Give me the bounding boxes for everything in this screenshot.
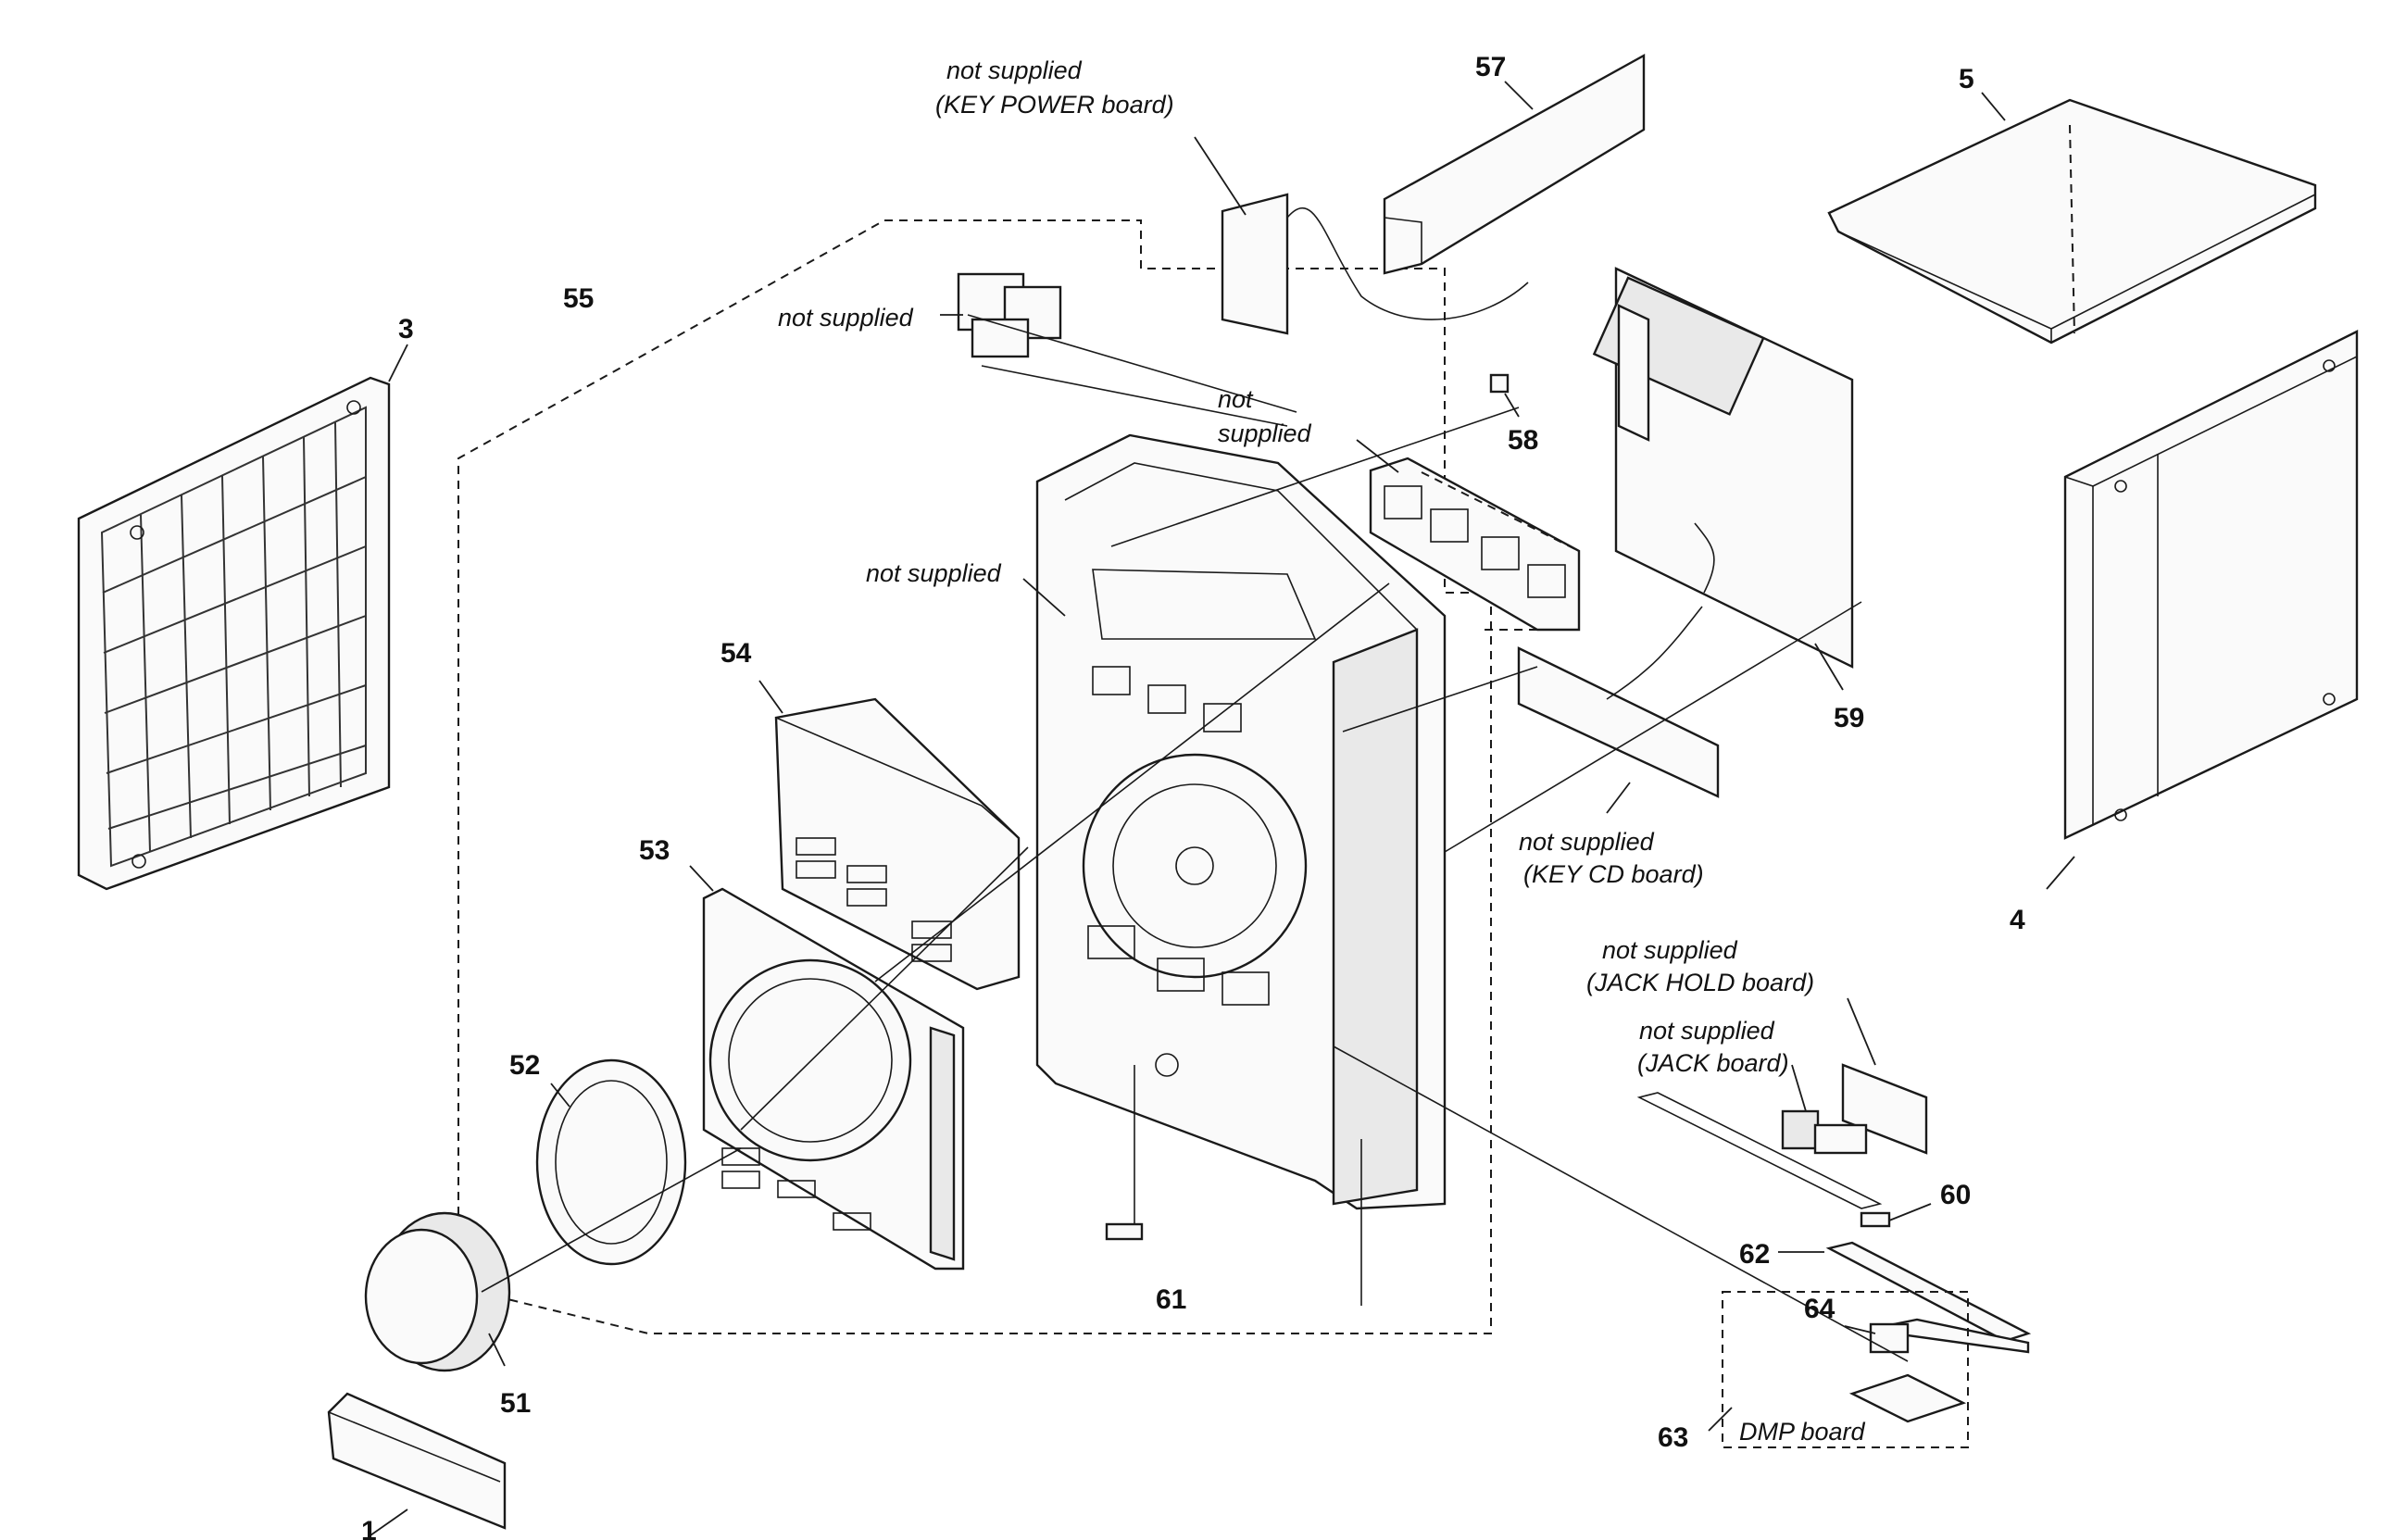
label-part-5: 5 [1959,64,1974,94]
note-key-power-1: not supplied [946,56,1083,84]
label-part-52: 52 [509,1050,540,1081]
note-not-supplied-left: not supplied [778,304,914,332]
part-59-main-board [1592,267,1854,669]
label-part-64: 64 [1804,1294,1835,1324]
label-part-59: 59 [1834,703,1864,733]
label-part-58: 58 [1508,425,1538,456]
part-64-clip [1869,1322,1910,1354]
switch-block [957,272,1062,358]
label-part-1: 1 [361,1516,377,1540]
key-power-board [1221,193,1529,335]
part-4-back-panel [2063,330,2359,840]
part-58-chip [1489,373,1510,394]
front-panel [1035,433,1447,1210]
note-dmp-board: DMP board [1739,1418,1866,1446]
part-1-bracket [327,1392,507,1530]
dmp-board [1848,1373,1967,1423]
label-part-57: 57 [1475,52,1506,82]
label-part-3: 3 [398,314,414,344]
label-part-61: 61 [1156,1284,1186,1315]
note-key-power-2: (KEY POWER board) [935,91,1174,119]
note-key-cd-1: not supplied [1519,828,1655,856]
jack-hold-board [1841,1063,1928,1155]
note-not-supplied-center-2: supplied [1218,419,1312,447]
key-cd-board [1517,606,1720,798]
part-57-flat-cable [1383,53,1646,275]
dmp-board-outline [1722,1291,1969,1448]
part-61-pad [1105,1222,1144,1241]
note-jack-hold-1: not supplied [1602,936,1738,964]
part-3-rear-grille [77,376,391,891]
label-part-60: 60 [1940,1180,1971,1210]
label-part-54: 54 [720,638,752,669]
part-60-pad [1860,1211,1891,1228]
part-5-top-cover [1827,98,2317,344]
label-part-53: 53 [639,835,670,866]
part-52-ring [535,1058,687,1266]
note-not-supplied-center-1: not [1218,385,1254,413]
note-not-supplied-panel: not supplied [866,559,1002,587]
label-part-62: 62 [1739,1239,1770,1270]
jack-board [1781,1109,1868,1155]
note-jack-1: not supplied [1639,1017,1775,1045]
label-part-63: 63 [1658,1422,1688,1453]
part-62-strip [1825,1241,2032,1343]
note-jack-2: (JACK board) [1637,1049,1789,1077]
note-jack-hold-2: (JACK HOLD board) [1586,969,1814,996]
label-part-51: 51 [500,1388,531,1419]
label-part-55: 55 [563,283,594,314]
part-51-knob [364,1211,511,1372]
note-key-cd-2: (KEY CD board) [1523,860,1704,888]
label-part-4: 4 [2010,905,2025,935]
